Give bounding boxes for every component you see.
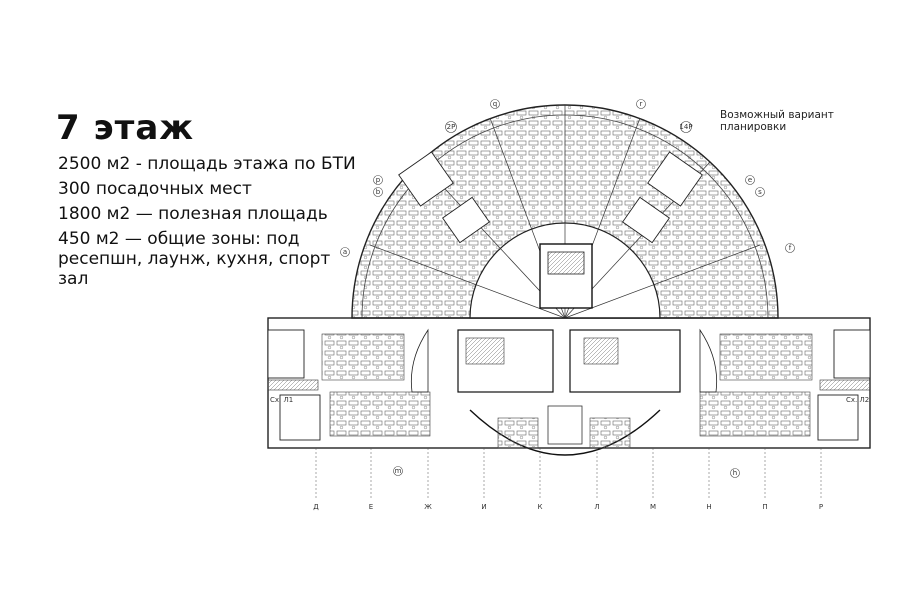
axis-label: И <box>481 503 486 511</box>
floor-stats: 2500 м2 - площадь этажа по БТИ 300 посад… <box>58 154 358 294</box>
stair-label: Сх. Л2 <box>846 396 869 404</box>
axis-label: Е <box>369 503 373 511</box>
axis-label: s <box>758 188 762 196</box>
bottom-axis-markers <box>315 448 822 500</box>
axis-label: e <box>748 176 752 184</box>
floor-title: 7 этаж <box>56 108 195 148</box>
stair-label: Сх. Л1 <box>270 396 293 404</box>
side-axis-markers: m h <box>393 466 740 478</box>
layout-caption: Возможный вариант планировки <box>720 109 834 133</box>
axis-label: f <box>789 244 792 252</box>
axis-label: a <box>343 248 347 256</box>
stair-labels: Сх. Л1 Сх. Л2 <box>270 396 869 404</box>
bottom-axis-labels: Д Е Ж И К Л М Н П Р <box>313 503 823 511</box>
semicircle-wing <box>351 104 779 319</box>
axis-label: 2Р <box>447 123 456 131</box>
axis-label: Л <box>594 503 599 511</box>
axis-label: b <box>376 188 381 196</box>
axis-label: Ж <box>424 503 432 511</box>
lower-wing <box>267 317 871 456</box>
axis-label: h <box>733 469 737 477</box>
axis-label: r <box>640 100 643 108</box>
axis-label: К <box>538 503 543 511</box>
axis-markers: q r 2Р 14Р p b e s a f m h Сх. <box>270 99 869 511</box>
stat-useful-area: 1800 м2 — полезная площадь <box>58 204 328 224</box>
axis-label: Р <box>819 503 823 511</box>
top-axis-markers: q r 2Р 14Р p b e s a f <box>340 99 795 257</box>
axis-label: p <box>376 176 381 184</box>
axis-label: Н <box>706 503 711 511</box>
axis-label: Д <box>313 503 319 511</box>
stat-bti-area: 2500 м2 - площадь этажа по БТИ <box>58 154 356 174</box>
axis-label: 14Р <box>679 123 692 131</box>
stat-common-zones: 450 м2 — общие зоны: под ресепшн, лаунж,… <box>58 229 331 289</box>
axis-label: М <box>650 503 656 511</box>
stat-seats: 300 посадочных мест <box>58 179 252 199</box>
axis-label: m <box>395 467 402 475</box>
axis-label: П <box>762 503 767 511</box>
axis-label: q <box>493 100 497 108</box>
